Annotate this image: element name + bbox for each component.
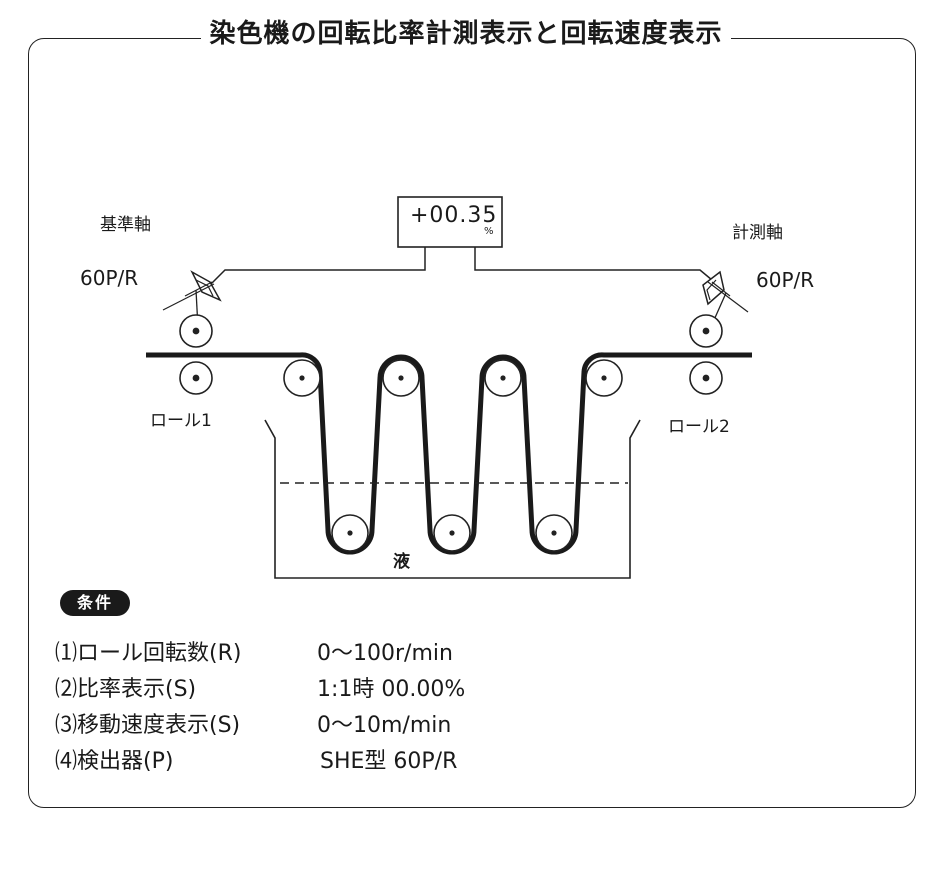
condition-item: ⑵比率表示(S) 1:1時 00.00% [55, 672, 655, 708]
condition-value: 1:1時 00.00% [317, 677, 466, 702]
roll-2-label: ロール2 [668, 417, 730, 437]
condition-name: ⑴ロール回転数(R) [55, 641, 242, 666]
reference-shaft-pulses: 60P/R [80, 266, 139, 290]
reference-signal-wire [204, 247, 426, 291]
condition-item: ⑷検出器(P) SHE型 60P/R [55, 744, 655, 780]
condition-item: ⑶移動速度表示(S) 0〜10m/min [55, 708, 655, 744]
display-unit: % [484, 226, 494, 237]
dye-tank [264, 419, 641, 579]
roll-1-top [179, 314, 213, 348]
roll-1-label: ロール1 [150, 411, 212, 431]
measured-shaft-pulses: 60P/R [756, 268, 815, 292]
measured-signal-wire [474, 247, 719, 286]
measured-shaft-label: 計測軸 [732, 223, 783, 243]
roll-1-bottom [179, 361, 213, 395]
condition-name: ⑷検出器(P) [55, 749, 174, 774]
roll-2-bottom [689, 361, 723, 395]
condition-value: 0〜100r/min [317, 641, 453, 666]
condition-value: 0〜10m/min [317, 713, 452, 738]
condition-item: ⑴ロール回転数(R) 0〜100r/min [55, 636, 655, 672]
display-value: +00.35 [410, 203, 498, 228]
liquid-label: 液 [393, 552, 410, 572]
conditions-list: ⑴ロール回転数(R) 0〜100r/min ⑵比率表示(S) 1:1時 00.0… [55, 636, 655, 780]
fabric-path [146, 352, 752, 555]
reference-detector-icon [162, 270, 222, 329]
reference-shaft-label: 基準軸 [100, 215, 151, 235]
measured-detector-icon [702, 270, 749, 339]
roll-2-top [689, 314, 723, 348]
condition-value: SHE型 60P/R [320, 749, 458, 774]
conditions-badge: 条件 [60, 590, 130, 616]
condition-name: ⑵比率表示(S) [55, 677, 197, 702]
display-box [397, 196, 503, 248]
condition-name: ⑶移動速度表示(S) [55, 713, 241, 738]
